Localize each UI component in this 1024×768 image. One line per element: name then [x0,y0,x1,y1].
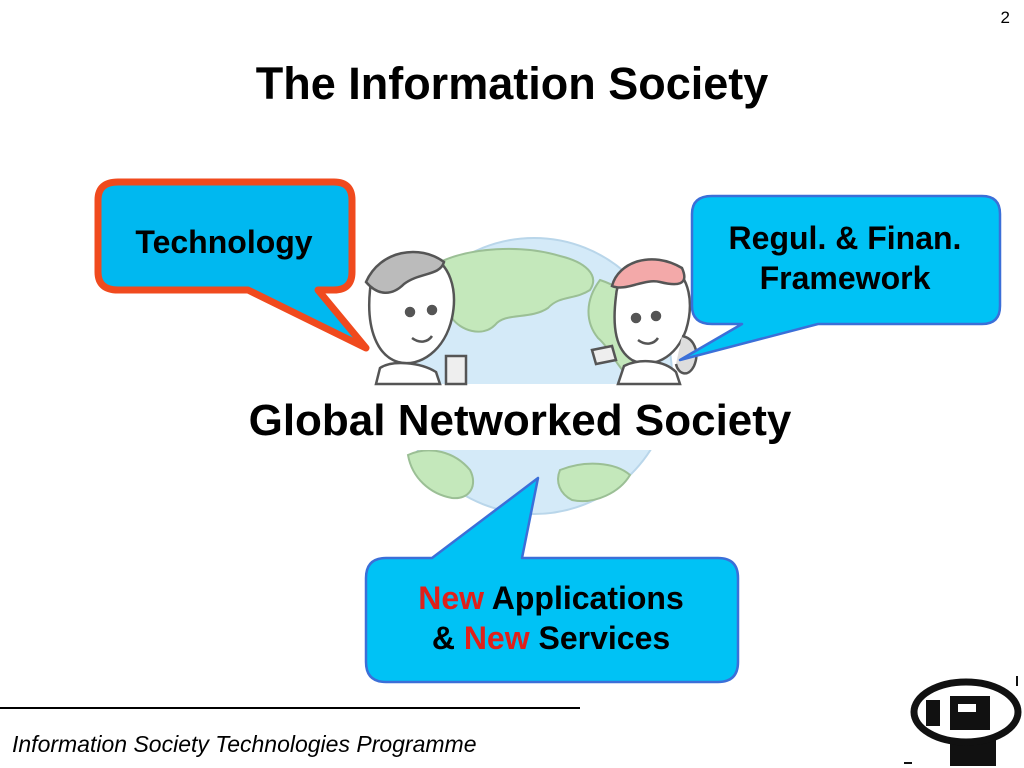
center-heading: Global Networked Society [248,396,792,445]
applications-line-1: New Applications [366,578,736,618]
ampersand: & [431,620,464,656]
new-word-2: New [463,620,530,656]
slide-title: The Information Society [255,58,769,109]
ist-logo-icon [904,676,1022,766]
regulation-line-2: Framework [759,260,931,296]
applications-line-2: & New Services [366,618,736,658]
technology-label: Technology [135,224,313,260]
regulation-bubble [678,194,1002,362]
applications-bubble [364,476,740,684]
person-left-icon [364,250,468,386]
regulation-line-1: Regul. & Finan. [728,220,962,256]
regulation-label: Regul. & Finan. Framework [692,218,998,298]
person-right-icon [590,258,698,386]
services-word: Services [529,620,671,656]
footer-text: Information Society Technologies Program… [12,731,477,757]
technology-bubble [94,178,370,352]
new-word-1: New [418,580,485,616]
applications-label: New Applications & New Services [366,578,736,658]
page-number: 2 [1000,8,1010,27]
applications-word: Applications [484,580,684,616]
footer-divider [0,707,580,709]
